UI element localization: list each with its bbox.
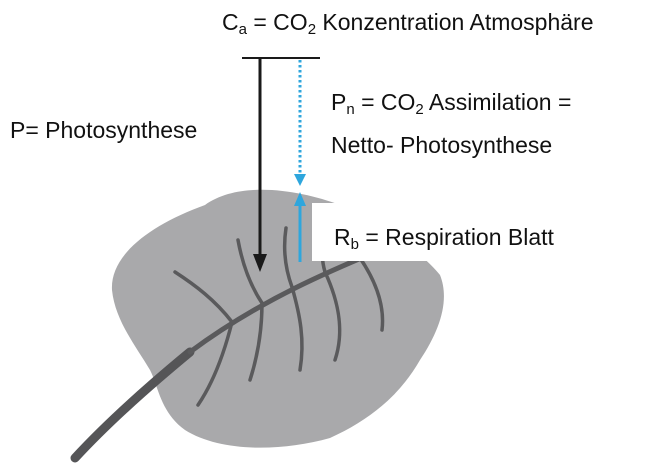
leaf-stem [70,347,195,463]
netto-label: Netto- Photosynthese [331,132,553,158]
pn-label: Pn = CO2 Assimilation = [331,89,572,118]
photosynthesis-label: P= Photosynthese [10,117,198,143]
respiration-label-backdrop [312,203,612,261]
ca-label: Ca = CO2 Konzentration Atmosphäre [222,9,594,38]
respiration-arrow-head [294,192,306,206]
rb-label: Rb = Respiration Blatt [334,224,554,253]
assimilation-arrow-head [294,174,306,186]
photosynthesis-arrow-head [253,254,267,272]
